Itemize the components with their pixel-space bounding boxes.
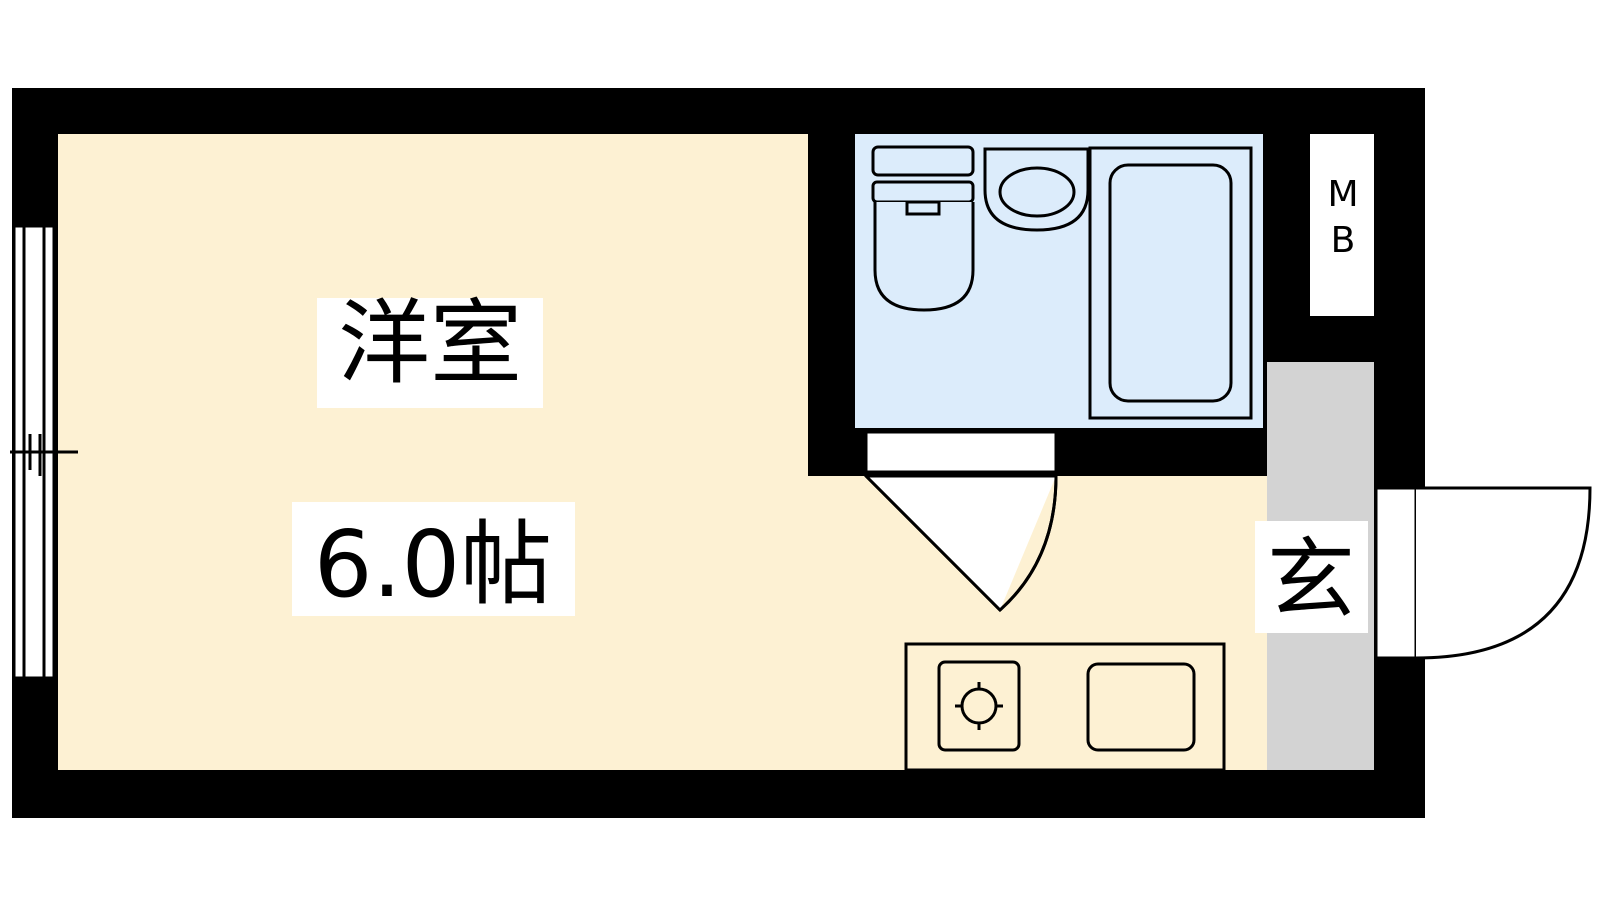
room-size-bg bbox=[292, 502, 575, 616]
toilet-icon bbox=[871, 145, 975, 312]
kitchen-counter bbox=[904, 642, 1226, 772]
closet-label-b: B bbox=[1331, 220, 1356, 261]
room-name-bg bbox=[317, 298, 543, 408]
stove-burner-icon bbox=[955, 682, 1003, 730]
room-name-label: 洋室 bbox=[338, 290, 522, 397]
closet-label-m: M bbox=[1327, 174, 1358, 215]
window-icon bbox=[10, 224, 78, 680]
entrance-wall bbox=[1316, 316, 1376, 362]
entrance-label: 玄 bbox=[1267, 528, 1355, 631]
entrance-label-bg bbox=[1255, 521, 1368, 633]
room-size-label: 6.0帖 bbox=[314, 511, 552, 618]
bathtub-icon bbox=[1088, 146, 1253, 420]
entrance-divider bbox=[1374, 134, 1419, 770]
washbasin-icon bbox=[983, 147, 1090, 232]
closet-floor bbox=[1310, 134, 1376, 316]
entrance-door-icon bbox=[1374, 486, 1592, 660]
